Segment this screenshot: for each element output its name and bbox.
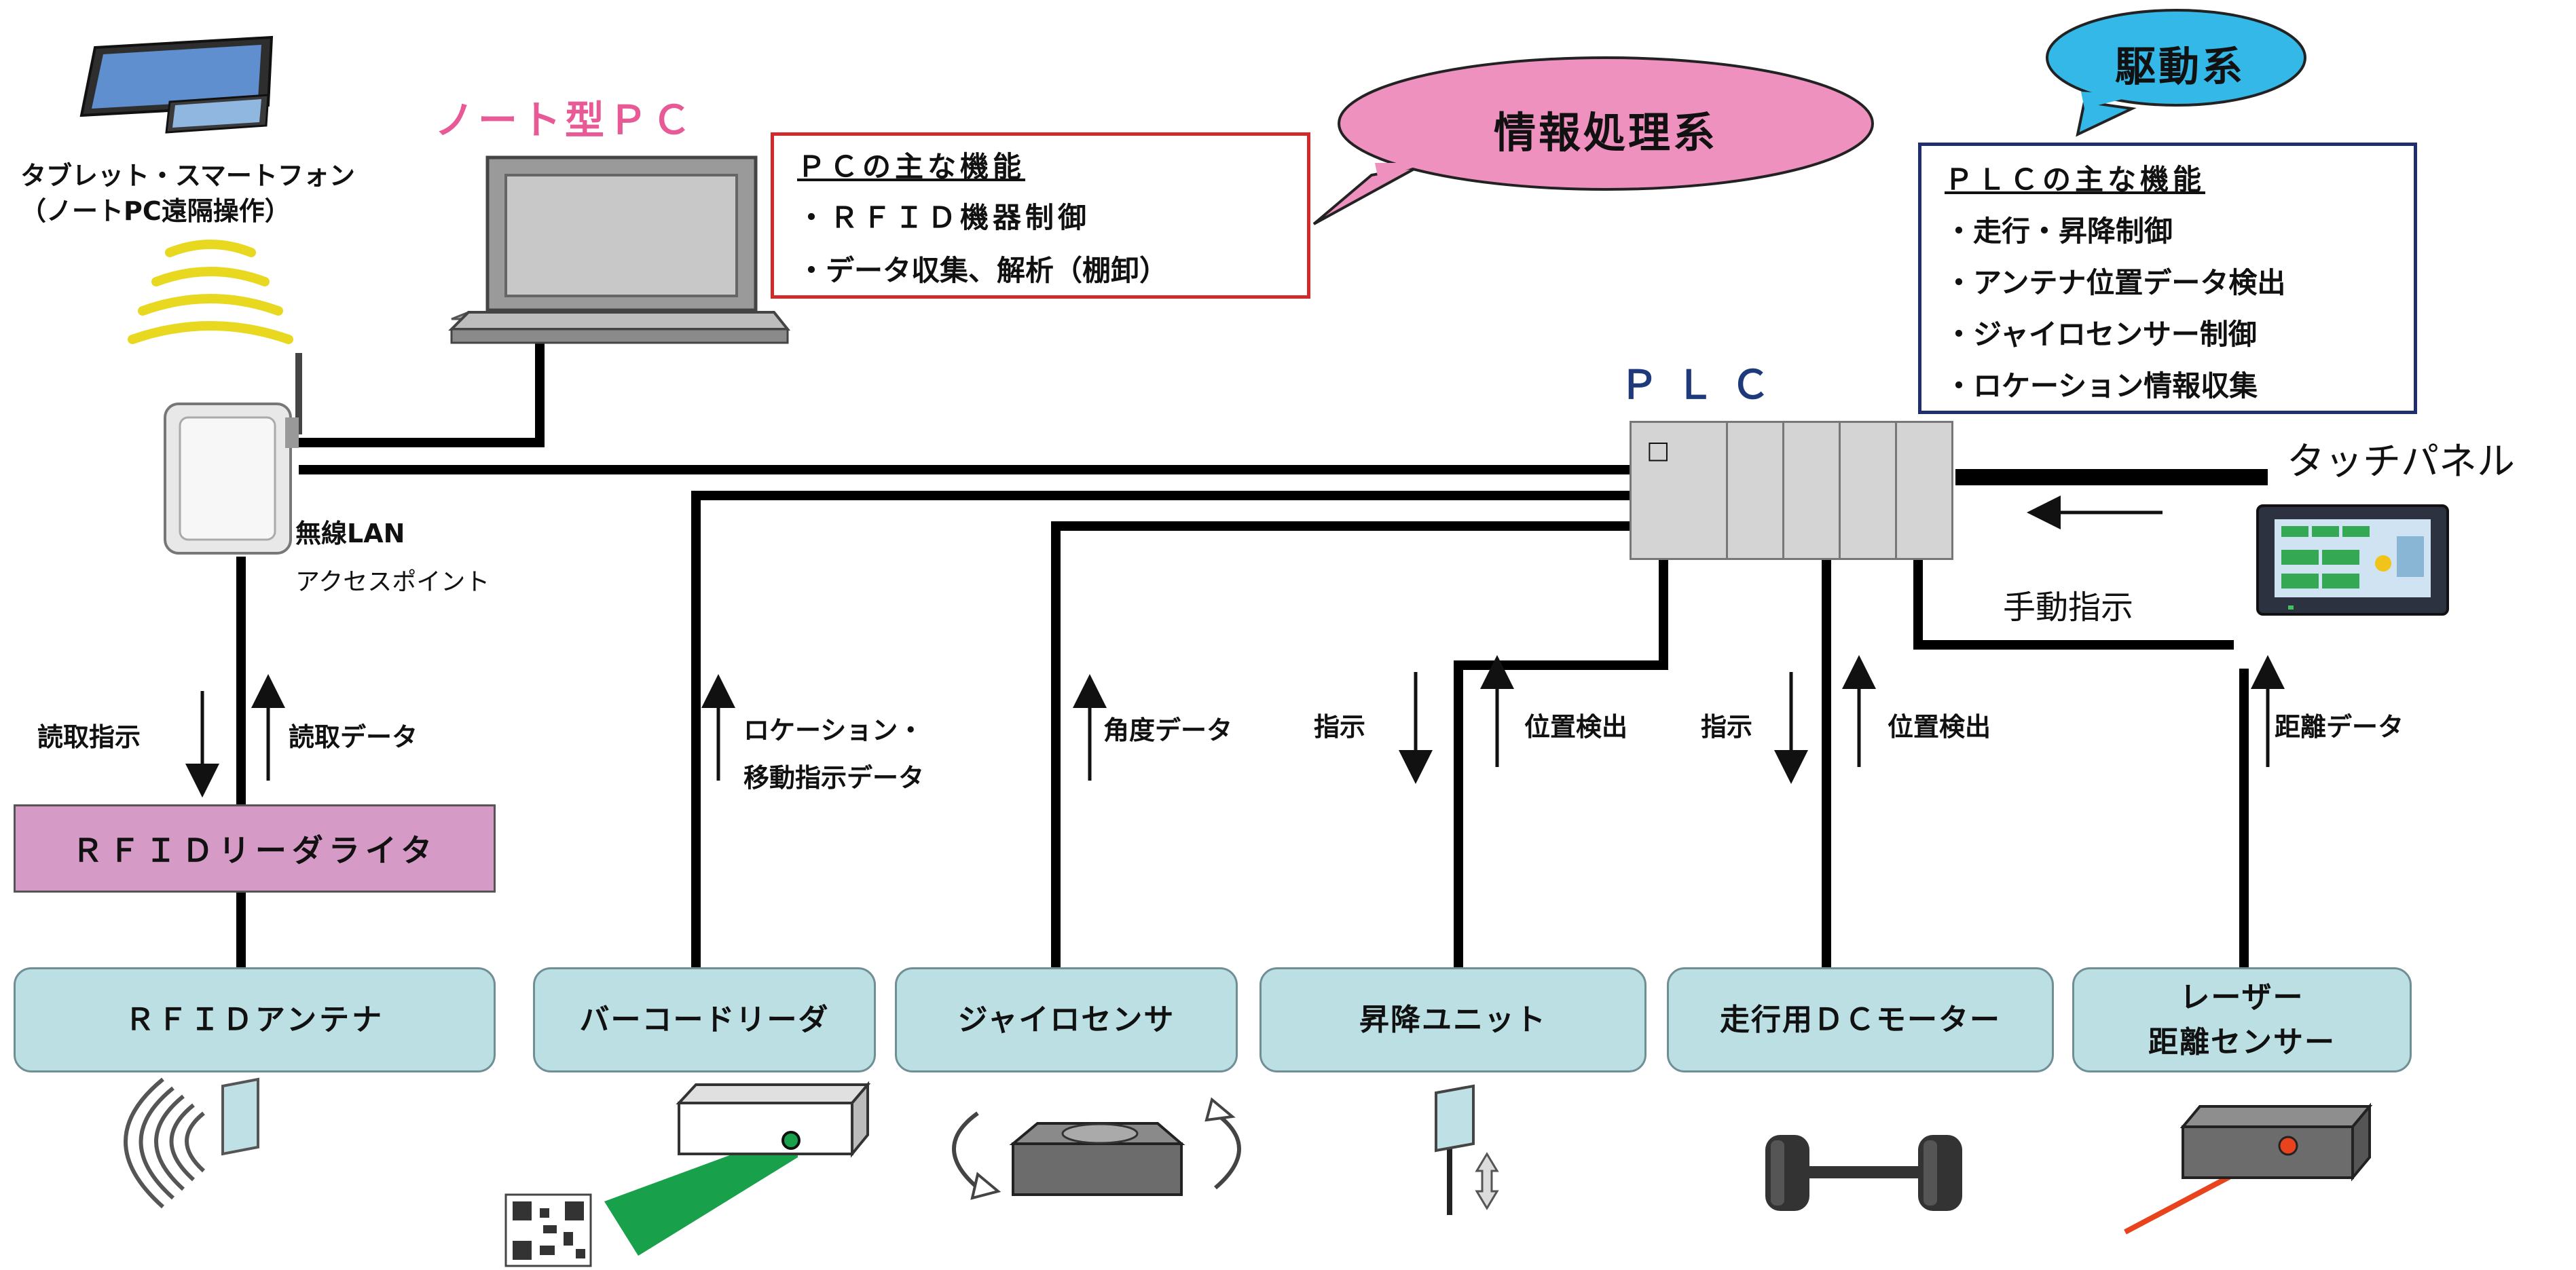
plc-function-box: ＰＬＣの主な機能 ・走行・昇降制御 ・アンテナ位置データ検出 ・ジャイロセンサー… [1918, 143, 2417, 414]
device-gyro-sensor: ジャイロセンサ [895, 967, 1238, 1072]
plc-module-3 [1839, 421, 1897, 560]
dc-motor-wheels-icon [1765, 1135, 1962, 1211]
wire-ap-pc [285, 341, 545, 447]
access-point-icon [164, 353, 302, 555]
rfid-reader-writer: ＲＦＩＤリーダライタ [14, 804, 496, 893]
laser-sensor-icon [2124, 1102, 2373, 1235]
manual-instruction-label: 手動指示 [2003, 589, 2134, 627]
pc-function-box: ＰＣの主な機能 ・ＲＦＩＤ機器制御 ・データ収集、解析（棚卸） [771, 132, 1310, 299]
signal-location-1: ロケーション・ [743, 715, 924, 745]
plc-marker: □ [1646, 436, 1670, 464]
qr-code-icon [504, 1193, 592, 1267]
plc-module-1 [1726, 421, 1784, 560]
device-rfid-antenna: ＲＦＩＤアンテナ [14, 967, 496, 1072]
info-bubble-shape [1312, 56, 1874, 225]
device-lift-unit: 昇降ユニット [1259, 967, 1646, 1072]
tablet-icon [79, 35, 274, 134]
plc-function-item: ・アンテナ位置データ検出 [1945, 266, 2286, 299]
wires [236, 341, 2249, 967]
laptop-label: ノート型ＰＣ [435, 97, 696, 143]
drive-bubble-label: 駆動系 [2115, 43, 2245, 91]
plc-cpu-module: □ [1630, 421, 1728, 560]
access-point-label-2: アクセスポイント [295, 568, 490, 596]
drive-bubble-shape [2046, 9, 2306, 137]
signal-arrows [185, 496, 2285, 798]
plc-function-item: ・走行・昇降制御 [1945, 214, 2173, 248]
signal-read-data: 読取データ [289, 722, 418, 752]
pc-function-item: ・データ収集、解析（棚卸） [797, 254, 1169, 287]
gyro-sensor-icon [952, 1097, 1241, 1200]
wire-touch-manual [1913, 557, 2234, 650]
device-barcode-reader: バーコードリーダ [533, 967, 876, 1072]
wire-barcode-plc [691, 491, 1630, 967]
plc-function-item: ・ジャイロセンサー制御 [1945, 318, 2257, 351]
tablet-label: タブレット・スマートフォン [20, 161, 355, 191]
wifi-waves-icon [128, 240, 293, 344]
laptop-icon [448, 155, 791, 344]
pc-function-item: ・ＲＦＩＤ機器制御 [797, 201, 1091, 234]
signal-location-2: 移動指示データ [743, 763, 925, 793]
signal-lift-command: 指示 [1314, 712, 1366, 742]
lift-unit-icon [1435, 1084, 1499, 1215]
plc-function-title: ＰＬＣの主な機能 [1945, 163, 2206, 196]
rfid-antenna-icon [124, 1077, 259, 1209]
device-laser-distance-sensor: レーザー 距離センサー [2072, 967, 2412, 1072]
device-dc-motor: 走行用ＤＣモーター [1667, 967, 2054, 1072]
plc-title: ＰＬＣ [1619, 362, 1787, 408]
plc-module-2 [1782, 421, 1841, 560]
laser-label-2: 距離センサー [2148, 1024, 2336, 1060]
wire-gyro-plc [1051, 521, 1630, 967]
signal-read-command: 読取指示 [37, 722, 141, 752]
plc-function-item: ・ロケーション情報収集 [1945, 369, 2258, 403]
tablet-sublabel: （ノートPC遠隔操作） [20, 196, 291, 226]
signal-angle-data: 角度データ [1103, 715, 1233, 745]
pc-function-title: ＰＣの主な機能 [797, 150, 1026, 183]
touch-panel-label: タッチパネル [2287, 440, 2515, 484]
wire-lift-plc [1454, 557, 1668, 967]
laser-label-1: レーザー [2179, 979, 2304, 1015]
info-bubble-label: 情報処理系 [1494, 108, 1718, 157]
signal-lift-position: 位置検出 [1524, 712, 1628, 742]
access-point-label-1: 無線LAN [295, 519, 405, 548]
signal-distance-data: 距離データ [2275, 712, 2404, 742]
barcode-reader-icon [504, 1081, 871, 1267]
plc-module-4 [1895, 421, 1953, 560]
signal-drive-position: 位置検出 [1888, 712, 1991, 742]
touch-panel-icon [2256, 504, 2449, 616]
signal-drive-command: 指示 [1701, 712, 1753, 742]
